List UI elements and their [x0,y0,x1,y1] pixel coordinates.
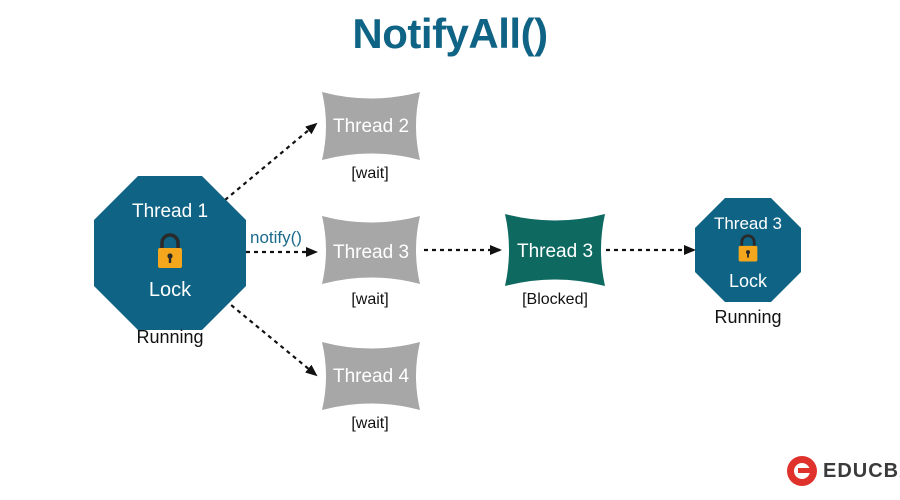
thread3-blocked-label: Thread 3 [517,241,593,262]
thread3-running-node: Thread 3 Lock Running [695,198,801,327]
thread4-node: Thread 4 [wait] [322,342,420,432]
arrow-thread1-to-thread2 [224,122,318,201]
thread3-blocked-shape [505,214,605,286]
notify-label: notify() [250,228,302,247]
thread3-wait-node: Thread 3 [wait] [322,216,420,308]
educba-logo-icon [787,456,817,486]
thread2-state: [wait] [351,165,388,182]
arrows [224,122,696,377]
thread3-blocked-state: [Blocked] [522,291,588,308]
page-title: NotifyAll() [352,10,548,57]
educba-logo-text: EDUCBA [823,459,900,482]
thread2-shape [322,92,420,160]
thread2-node: Thread 2 [wait] [322,92,420,182]
thread1-lock-label: Lock [149,279,192,301]
thread1-label: Thread 1 [132,201,208,222]
thread4-state: [wait] [351,415,388,432]
thread1-state: Running [136,327,203,347]
arrow-thread1-to-thread4 [224,299,318,377]
lock-icon [738,234,758,262]
thread3-blocked-node: Thread 3 [Blocked] [505,214,605,308]
thread1-node: Thread 1 Lock Running [94,176,246,347]
thread3-running-label: Thread 3 [714,214,782,233]
educba-logo: EDUCBA [787,456,900,486]
thread4-shape [322,342,420,410]
lock-icon [158,233,182,268]
thread4-label: Thread 4 [333,366,409,387]
thread3-wait-state: [wait] [351,291,388,308]
thread2-label: Thread 2 [333,116,409,137]
thread3-wait-shape [322,216,420,284]
thread3-wait-label: Thread 3 [333,242,409,263]
thread3-running-state: Running [714,307,781,327]
thread3-running-lock-label: Lock [729,271,768,291]
